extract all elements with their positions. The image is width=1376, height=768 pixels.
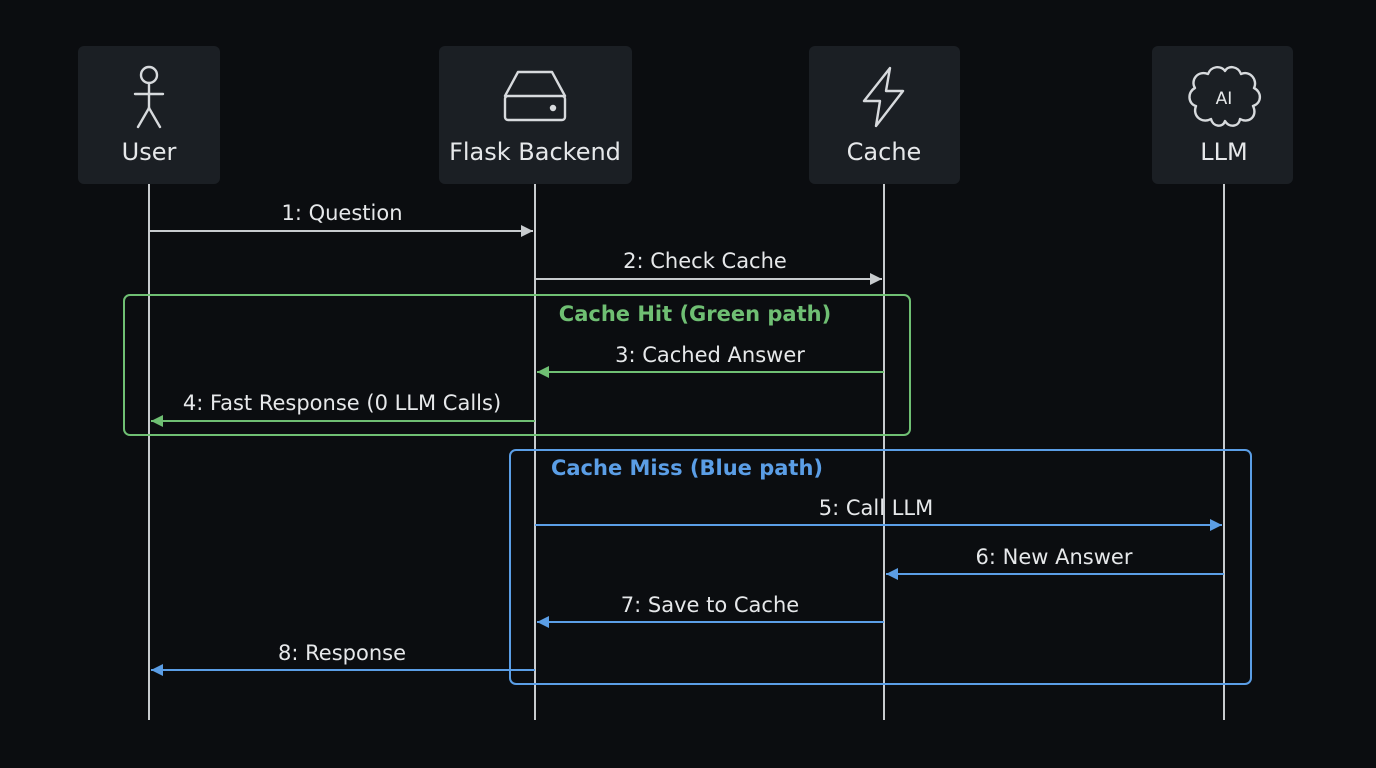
- fragment-cache-hit-label: Cache Hit (Green path): [559, 302, 831, 326]
- actor-llm-box: [1152, 46, 1293, 184]
- actor-llm-label: LLM: [1200, 138, 1247, 166]
- person-icon: [133, 65, 165, 129]
- message-8-label: 8: Response: [278, 641, 406, 665]
- actor-cache-label: Cache: [847, 138, 922, 166]
- message-3-label: 3: Cached Answer: [615, 343, 805, 367]
- lifelines: [148, 184, 1225, 720]
- fragment-cache-hit-frame: [123, 294, 911, 436]
- actor-llm: AI LLM: [1152, 46, 1293, 184]
- message-2-label: 2: Check Cache: [623, 249, 787, 273]
- fragment-cache-miss-label: Cache Miss (Blue path): [551, 456, 823, 480]
- message-4-label: 4: Fast Response (0 LLM Calls): [183, 391, 501, 415]
- actor-user: User: [78, 46, 220, 184]
- lightning-icon: [862, 66, 905, 128]
- message-5-label: 5: Call LLM: [819, 496, 934, 520]
- fragment-cache-miss-frame: [509, 449, 1252, 685]
- actor-user-box: [78, 46, 220, 184]
- message-1-label: 1: Question: [281, 201, 402, 225]
- messages: 1: Question 2: Check Cache 3: Cached Ans…: [149, 201, 1224, 676]
- actor-backend-box: [439, 46, 632, 184]
- actor-backend-label: Flask Backend: [449, 138, 621, 166]
- message-7-label: 7: Save to Cache: [621, 593, 799, 617]
- message-6-label: 6: New Answer: [976, 545, 1133, 569]
- actor-cache: Cache: [809, 46, 960, 184]
- actor-user-label: User: [122, 138, 177, 166]
- fragment-cache-miss: Cache Miss (Blue path): [509, 449, 1252, 685]
- ai-brain-icon: AI: [1188, 66, 1262, 127]
- actor-backend: Flask Backend: [439, 46, 632, 184]
- fragment-cache-hit: Cache Hit (Green path): [123, 294, 911, 436]
- ai-brain-icon-text: AI: [1216, 89, 1233, 109]
- server-drive-icon: [503, 70, 567, 122]
